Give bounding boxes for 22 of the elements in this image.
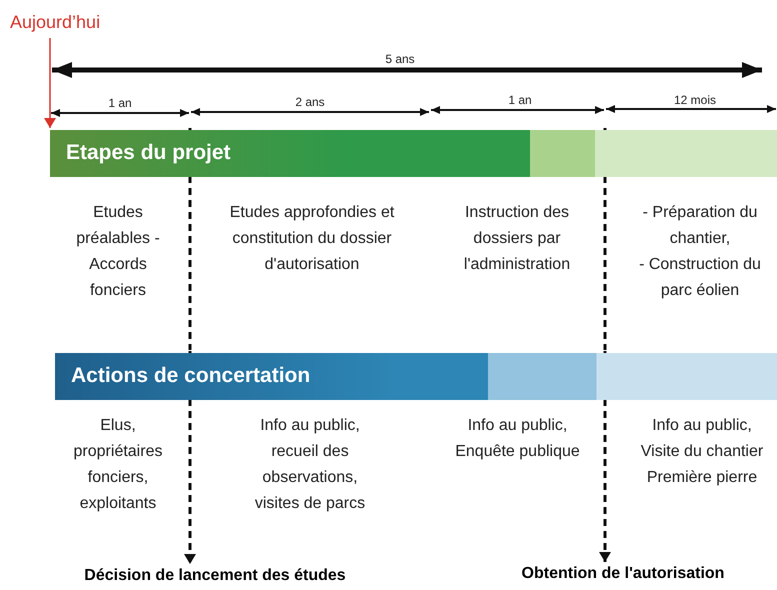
arrow [44, 38, 56, 128]
band-title: Etapes du projet [66, 141, 231, 165]
phase-band [55, 353, 777, 400]
action-description: Info au public, recueil des observations, visites de parcs [254, 416, 366, 514]
duration-label: 2 ans [294, 95, 326, 109]
phase-band [50, 130, 777, 177]
today-label: Aujourd’hui [10, 10, 100, 34]
step-description: Etudes préalables - Accords fonciers [75, 203, 161, 301]
duration-label: 12 mois [672, 93, 718, 107]
step-description: - Construction du parc éolien [638, 255, 762, 301]
milestone-label: Obtention de l'autorisation [478, 564, 768, 584]
duration-label: 1 an [107, 96, 133, 110]
duration-label: 1 an [507, 93, 533, 107]
step-description: - Préparation du chantier, [642, 203, 758, 249]
action-description: Info au public, Visite du chantier Première pierre [640, 416, 764, 488]
milestone-label: Décision de lancement des études [55, 566, 375, 586]
action-description: Elus, propriétaires fonciers, exploitants [72, 416, 164, 514]
band-title: Actions de concertation [71, 364, 310, 388]
step-description: Instruction des dossiers par l'administration [462, 203, 572, 275]
duration-label: 5 ans [384, 52, 416, 66]
step-description: Etudes approfondies et constitution du dossier d'autorisation [228, 203, 396, 275]
action-description: Info au public, Enquête publique [455, 416, 580, 462]
